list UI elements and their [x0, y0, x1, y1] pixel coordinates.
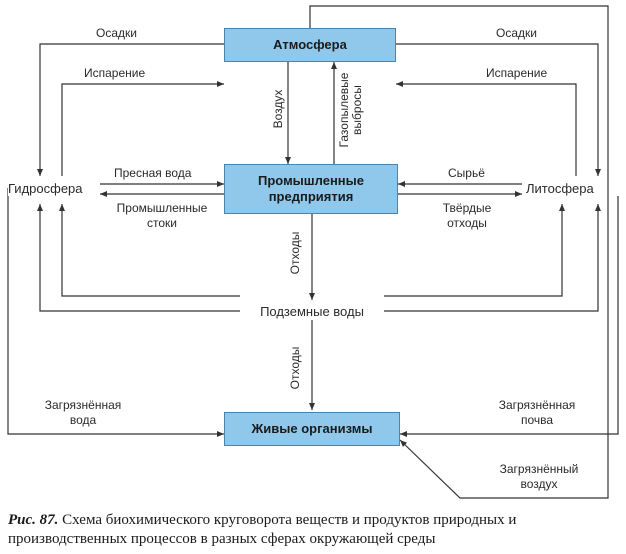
label-polluted-soil-line2: почва	[520, 413, 554, 427]
label-waste-lower: Отходы	[288, 346, 302, 390]
label-runoff-line2: стоки	[147, 216, 177, 230]
figure-caption-text: Схема биохимического круговорота веществ…	[8, 512, 517, 547]
arrow-gw-litho-inner	[384, 204, 565, 297]
arrow-evap-left	[61, 81, 224, 176]
label-polluted-soil-line1: Загрязнённая	[498, 398, 576, 412]
arrow-polluted-air	[309, 5, 609, 499]
arrow-precip-left	[37, 43, 224, 176]
figure-number: Рис. 87.	[8, 512, 59, 528]
label-gas-line2: выбросы	[350, 85, 364, 135]
arrow-gw-hydro	[37, 204, 240, 312]
label-gas: Газопылевые выбросы	[337, 68, 366, 152]
label-solid-line1: Твёрдые	[442, 201, 492, 215]
label-solid-line2: отходы	[447, 216, 487, 230]
label-air: Воздух	[271, 89, 285, 129]
label-gas-line1: Газопылевые	[337, 72, 351, 148]
arrow-polluted-soil	[400, 196, 619, 437]
lithosphere-label: Литосфера	[526, 181, 594, 196]
atmosphere-box: Атмосфера	[224, 28, 396, 62]
figure-caption: Рис. 87. Схема биохимического круговорот…	[8, 511, 618, 549]
label-solid: Твёрдые отходы	[424, 201, 510, 231]
label-precip-right: Осадки	[496, 26, 537, 40]
label-polluted-air-line1: Загрязнённый	[499, 462, 579, 476]
hydrosphere-label: Гидросфера	[8, 181, 83, 196]
label-evap-left: Испарение	[84, 66, 146, 80]
label-fresh-water: Пресная вода	[114, 166, 192, 180]
industry-box: Промышленные предприятия	[224, 164, 398, 214]
label-runoff: Промышленные стоки	[106, 201, 218, 231]
label-evap-right: Испарение	[486, 66, 548, 80]
label-polluted-water-line1: Загрязнённая	[44, 398, 122, 412]
label-polluted-water-line2: вода	[69, 413, 97, 427]
label-raw: Сырьё	[448, 166, 485, 180]
label-polluted-air-line2: воздух	[520, 477, 558, 491]
arrow-evap-right	[396, 81, 577, 176]
label-precip-left: Осадки	[96, 26, 137, 40]
arrow-gw-hydro-inner	[59, 204, 240, 297]
arrow-precip-right	[396, 43, 601, 176]
arrow-gw-litho	[384, 204, 601, 312]
label-polluted-air: Загрязнённый воздух	[484, 462, 594, 492]
label-runoff-line1: Промышленные	[116, 201, 208, 215]
groundwater-label: Подземные воды	[242, 304, 382, 319]
label-polluted-soil: Загрязнённая почва	[482, 398, 592, 428]
label-waste-upper: Отходы	[288, 231, 302, 275]
arrow-polluted-water	[7, 188, 224, 437]
label-polluted-water: Загрязнённая вода	[28, 398, 138, 428]
organisms-box: Живые организмы	[224, 412, 400, 446]
